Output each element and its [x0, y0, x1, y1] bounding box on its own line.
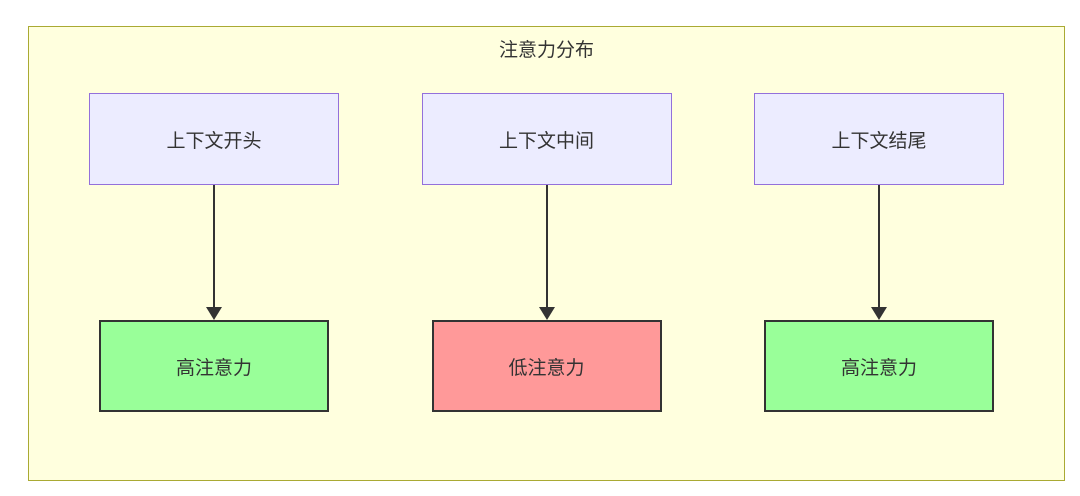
flow-column-context-middle: 上下文中间 低注意力 [421, 93, 672, 412]
arrow-line [878, 185, 880, 307]
arrow-line [545, 185, 548, 307]
arrowhead-down-icon [206, 307, 222, 320]
diagram-title: 注意力分布 [498, 40, 594, 61]
node-low-attention: 低注意力 [431, 320, 662, 412]
flow-row: 上下文开头 高注意力 上下文中间 低注意力 上下文结尾 [29, 93, 1064, 412]
attention-distribution-container: 注意力分布 上下文开头 高注意力 上下文中间 低注意力 上下文结尾 [28, 26, 1065, 481]
node-high-attention-right: 高注意力 [764, 320, 994, 412]
node-high-attention-left: 高注意力 [99, 320, 329, 412]
node-context-middle: 上下文中间 [421, 93, 672, 185]
flow-column-context-start: 上下文开头 高注意力 [89, 93, 339, 412]
arrow-connector [206, 185, 222, 320]
arrow-line [213, 185, 215, 307]
arrow-connector [871, 185, 887, 320]
node-context-start: 上下文开头 [89, 93, 339, 185]
arrowhead-down-icon [538, 307, 555, 320]
node-context-end: 上下文结尾 [754, 93, 1004, 185]
arrowhead-down-icon [871, 307, 887, 320]
arrow-connector [538, 185, 555, 320]
flow-column-context-end: 上下文结尾 高注意力 [754, 93, 1004, 412]
